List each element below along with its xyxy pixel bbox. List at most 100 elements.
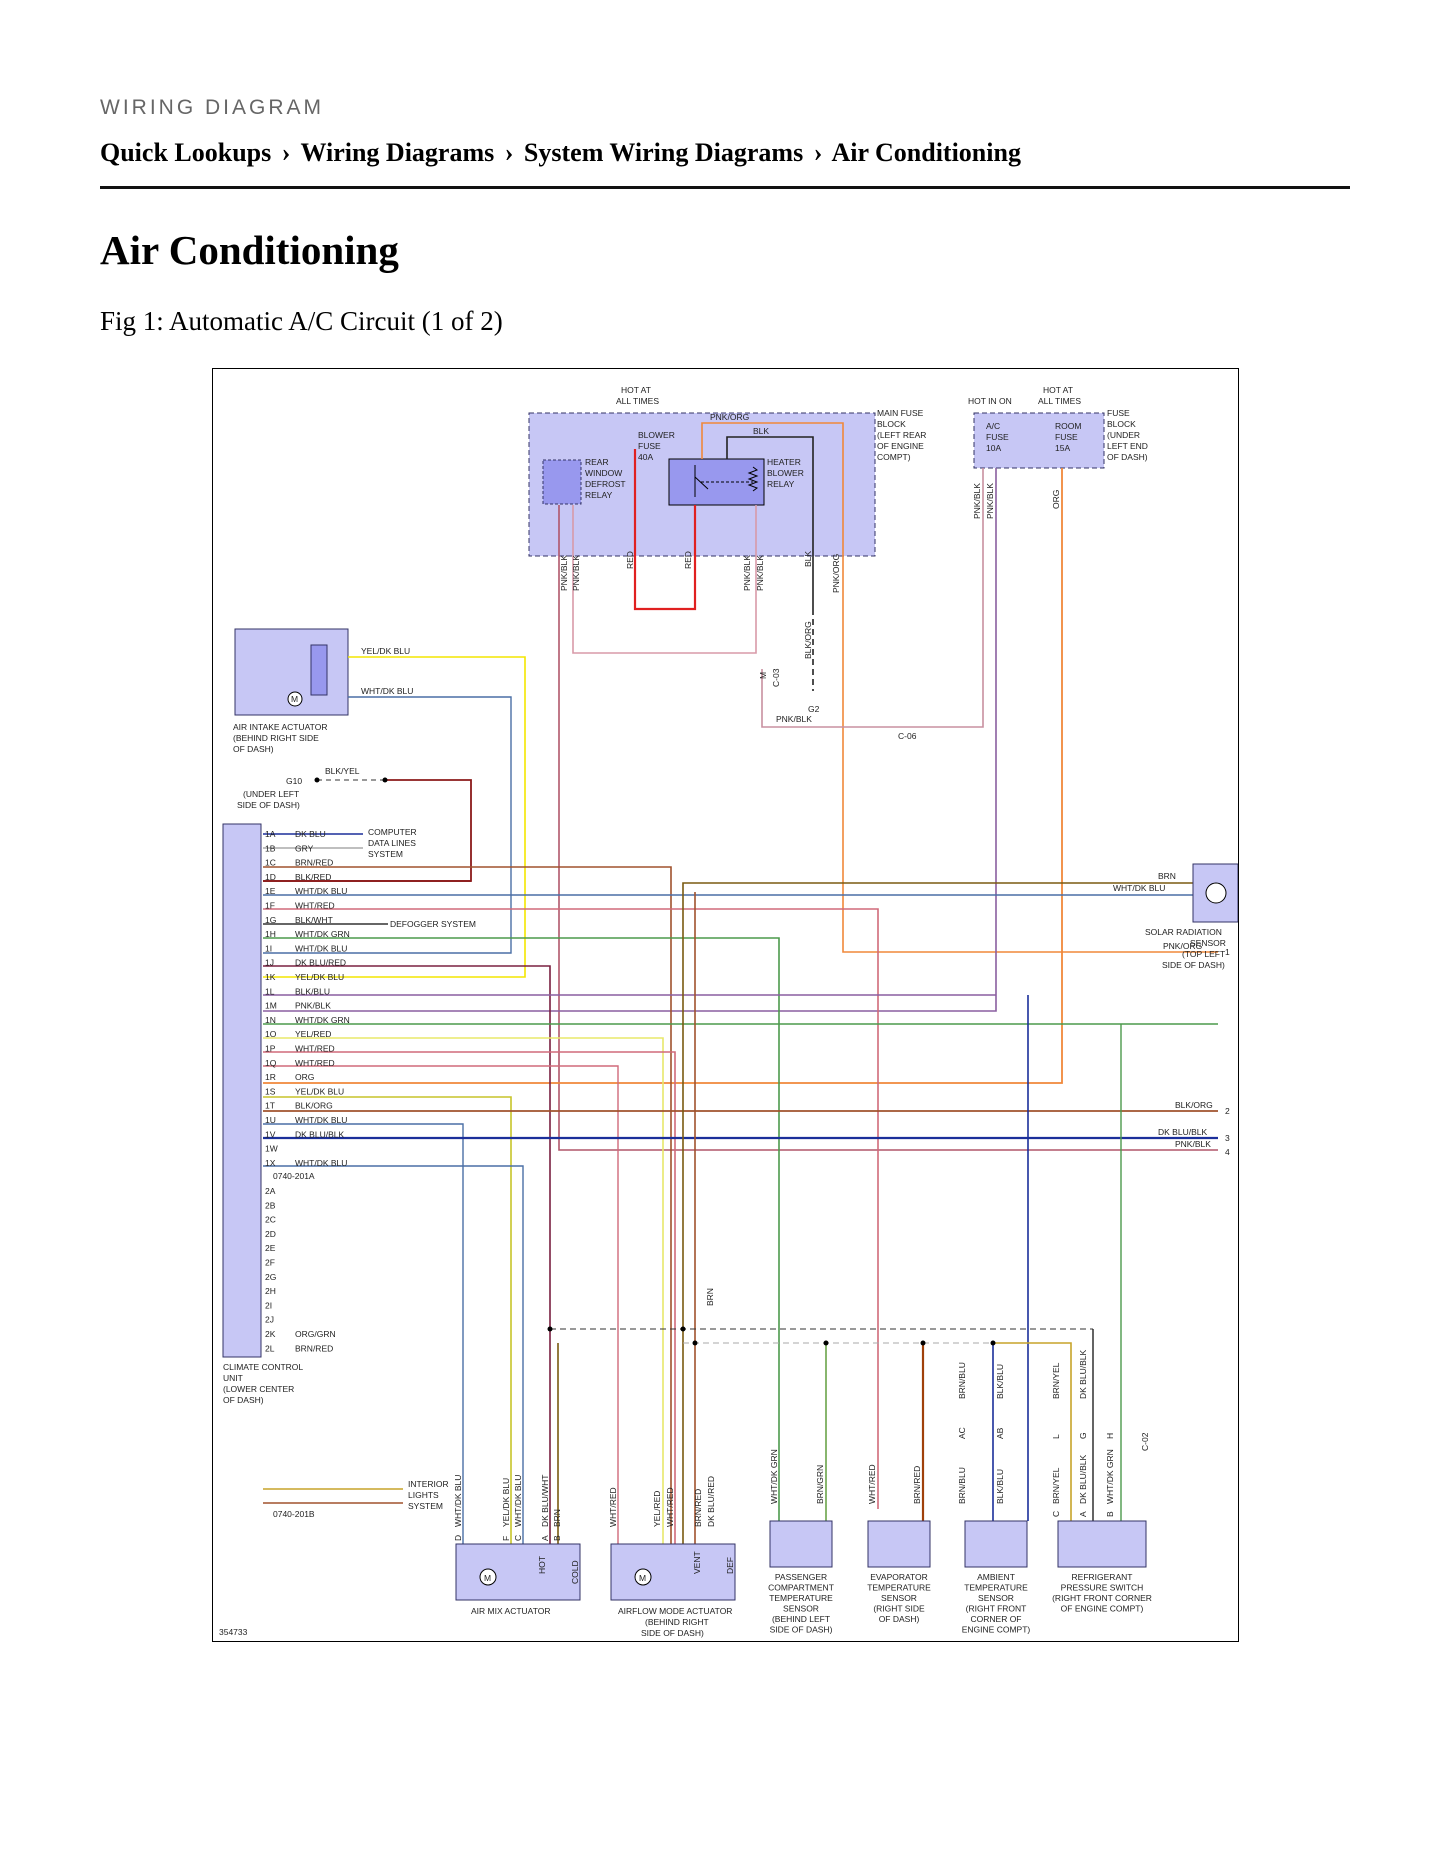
ambient-sensor-label: ENGINE COMPT)	[962, 1625, 1031, 1635]
breadcrumb-air-conditioning[interactable]: Air Conditioning	[831, 138, 1021, 167]
motor-icon: M	[484, 1573, 491, 1583]
ac-fuse-label: 10A	[986, 443, 1001, 453]
def-label: DEF	[725, 1557, 735, 1574]
ccu-pin-wire: BLK/BLU	[295, 986, 330, 996]
hot-at-all-times-label: HOT AT	[1043, 385, 1073, 395]
ccu-pin-number: 1S	[265, 1086, 276, 1096]
header-divider	[100, 186, 1350, 189]
air-intake-actuator-label: (BEHIND RIGHT SIDE	[233, 733, 319, 743]
wire-label: YEL/RED	[652, 1491, 662, 1527]
wire-label: WHT/RED	[665, 1487, 675, 1527]
room-fuse-label: ROOM	[1055, 421, 1081, 431]
rear-defrost-relay-label: REAR	[585, 457, 609, 467]
fuse-block-label: BLOCK	[1107, 419, 1136, 429]
rear-defrost-relay-label: DEFROST	[585, 479, 626, 489]
ambient-sensor-label: AMBIENT	[977, 1572, 1015, 1582]
fuse-block-label: OF DASH)	[1107, 452, 1148, 462]
ccu-pin-number: 1A	[265, 829, 276, 839]
wire-label: PNK/BLK	[776, 714, 812, 724]
ccu-pin-number: 1I	[265, 943, 272, 953]
breadcrumb-system-wiring-diagrams[interactable]: System Wiring Diagrams	[523, 138, 804, 167]
ccu-pin-number: 1W	[265, 1144, 278, 1154]
wire-label: BRN	[552, 1509, 562, 1527]
breadcrumb-wiring-diagrams[interactable]: Wiring Diagrams	[300, 138, 495, 167]
wire-label: PNK/BLK	[985, 483, 995, 519]
wire-label: DK BLU/BLK	[1078, 1455, 1088, 1504]
air-mix-actuator-label: AIR MIX ACTUATOR	[471, 1606, 551, 1616]
passenger-sensor-label: SENSOR	[783, 1604, 819, 1614]
wire-label: BLK/BLU	[995, 1364, 1005, 1399]
ccu-pin-number: 1B	[265, 843, 276, 853]
wire-label: PNK/BLK	[559, 555, 569, 591]
ac-fuse-label: FUSE	[986, 432, 1009, 442]
wire-label: BLK/ORG	[803, 621, 813, 659]
pin-label: F	[501, 1536, 511, 1541]
passenger-sensor-label: TEMPERATURE	[769, 1593, 833, 1603]
wire-label: WHT/DK BLU	[361, 686, 413, 696]
hot-in-on-label: HOT IN ON	[968, 396, 1012, 406]
rear-defrost-relay	[542, 459, 582, 505]
breadcrumb-quick-lookups[interactable]: Quick Lookups	[100, 138, 272, 167]
wire-label: WHT/DK BLU	[513, 1475, 523, 1527]
room-fuse-label: FUSE	[1055, 432, 1078, 442]
refrigerant-pressure-switch	[1057, 1520, 1147, 1568]
evaporator-temperature-sensor	[867, 1520, 931, 1568]
pin-label: B	[552, 1535, 562, 1541]
ambient-sensor-label: SENSOR	[978, 1593, 1014, 1603]
climate-control-unit-label: (LOWER CENTER	[223, 1384, 294, 1394]
climate-control-unit-label: CLIMATE CONTROL	[223, 1362, 303, 1372]
fuse-block	[973, 412, 1105, 469]
ccu-pin-wire: WHT/RED	[295, 901, 335, 911]
ccu-pin-number: 1M	[265, 1001, 277, 1011]
wire-label: BRN/BLU	[957, 1362, 967, 1399]
wire-label: WHT/DK GRN	[1105, 1449, 1115, 1504]
solar-sensor-label: SIDE OF DASH)	[1162, 960, 1225, 970]
pin-label: AB	[995, 1427, 1005, 1439]
ccu-pin-number: 2D	[265, 1229, 276, 1239]
wire-label: RED	[625, 551, 635, 569]
ambient-sensor-label: TEMPERATURE	[964, 1583, 1028, 1593]
wire-label: BRN/YEL	[1051, 1467, 1061, 1504]
solar-sensor-label: SENSOR	[1190, 938, 1226, 948]
cold-label: COLD	[570, 1560, 580, 1584]
wire-label: WHT/RED	[608, 1487, 618, 1527]
ccu-pin-wire: WHT/RED	[295, 1058, 335, 1068]
wiring-diagram: M	[219, 385, 1238, 1638]
ccu-pin-wire: WHT/DK GRN	[295, 1015, 350, 1025]
pin-label: C	[1051, 1511, 1061, 1517]
ccu-pin-wire: YEL/RED	[295, 1029, 331, 1039]
wire-label: YEL/DK BLU	[501, 1478, 511, 1527]
ccu-pin-wire: BRN/RED	[295, 858, 333, 868]
climate-control-unit	[222, 823, 262, 1358]
main-fuse-block-label: (LEFT REAR	[877, 430, 926, 440]
connector-label: 0740-201A	[273, 1171, 315, 1181]
refrigerant-sensor-label: REFRIGERANT	[1072, 1572, 1133, 1582]
ccu-pin-wire: WHT/DK GRN	[295, 929, 350, 939]
airflow-actuator-label: (BEHIND RIGHT	[645, 1617, 709, 1627]
defogger-system-label: DEFOGGER SYSTEM	[390, 919, 476, 929]
air-mix-actuator	[455, 1543, 581, 1601]
wire-label: BRN	[705, 1288, 715, 1306]
interior-lights-label: SYSTEM	[408, 1501, 443, 1511]
wire-label: WHT/DK BLU	[1113, 883, 1165, 893]
pin-label: D	[453, 1535, 463, 1541]
evaporator-sensor-label: (RIGHT SIDE	[873, 1604, 925, 1614]
passenger-temperature-sensor	[769, 1520, 833, 1568]
wire-label: BRN/BLU	[957, 1467, 967, 1504]
airflow-actuator-label: AIRFLOW MODE ACTUATOR	[618, 1606, 732, 1616]
hot-at-all-times-label: ALL TIMES	[616, 396, 659, 406]
wire-label: BLK	[753, 426, 769, 436]
wire-label: BLK	[803, 551, 813, 567]
refrigerant-sensor-label: PRESSURE SWITCH	[1061, 1583, 1144, 1593]
ccu-pin-wire: BLK/ORG	[295, 1101, 333, 1111]
pin-label: B	[1105, 1511, 1115, 1517]
ccu-pin-wire: DK BLU/BLK	[295, 1129, 344, 1139]
ccu-pin-number: 1J	[265, 958, 274, 968]
figure-caption: Fig 1: Automatic A/C Circuit (1 of 2)	[100, 306, 503, 336]
breadcrumb-separator: ›	[813, 138, 823, 167]
output-number: 2	[1225, 1106, 1230, 1116]
heater-blower-relay-label: BLOWER	[767, 468, 804, 478]
ccu-pin-wire: BRN/RED	[295, 1343, 333, 1353]
ccu-pin-number: 1F	[265, 901, 275, 911]
wire-label: PNK/BLK	[742, 555, 752, 591]
